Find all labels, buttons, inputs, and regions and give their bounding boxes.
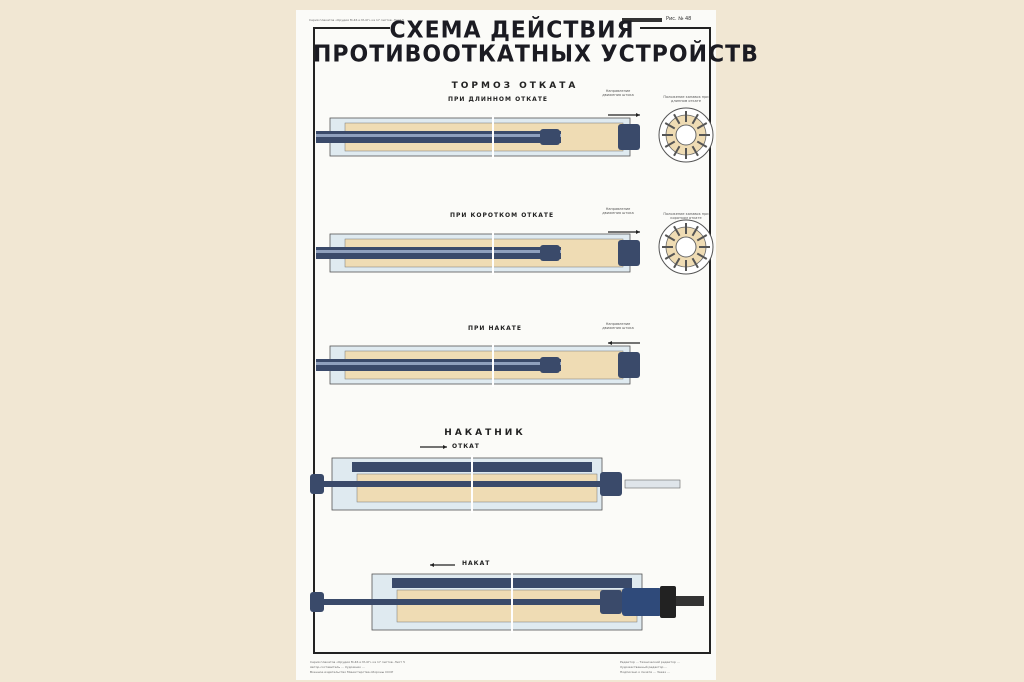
piston-rod xyxy=(318,481,600,487)
end-cap xyxy=(618,124,640,150)
label-counter-recoil: ПРИ НАКАТЕ xyxy=(468,325,522,332)
groove xyxy=(691,257,699,269)
direction-note-2: Направление движения штока xyxy=(602,207,634,215)
fluid-chamber xyxy=(396,589,638,623)
direction-arrow-2-head xyxy=(636,230,640,234)
valve-stem xyxy=(624,479,681,489)
fluid-chamber xyxy=(356,473,598,503)
redacted-mark xyxy=(622,18,662,22)
footer-right-line: Подписано к печати ... Заказ ... xyxy=(620,670,670,674)
groove xyxy=(691,145,699,157)
groove xyxy=(696,252,708,260)
groove xyxy=(673,145,681,157)
section-title-recoil-brake: ТОРМОЗ ОТКАТА xyxy=(451,81,579,91)
groove xyxy=(664,234,676,242)
groove xyxy=(691,113,699,125)
piston-head xyxy=(540,357,560,373)
groove-ring-short-center xyxy=(675,236,697,258)
direction-note-1: Направление движения штока xyxy=(602,89,634,97)
section-title-recuperator: НАКАТНИК xyxy=(444,428,526,438)
rod-highlight xyxy=(316,362,561,365)
groove xyxy=(696,234,708,242)
groove xyxy=(673,257,681,269)
footer-left-line: Серия плакатов «Орудия М-46 и М-47» из 1… xyxy=(310,660,406,664)
footer-left-line: Военное издательство Министерства оборон… xyxy=(310,670,394,674)
footer-left-line: Автор-составитель ... Художник ... xyxy=(310,665,365,669)
direction-arrow-3-head xyxy=(608,341,612,345)
label-recoil: ОТКАТ xyxy=(452,443,480,450)
footer-right: Редактор ... Технический редактор ... Ху… xyxy=(620,660,680,675)
piston-head xyxy=(600,590,622,614)
footer-left: Серия плакатов «Орудия М-46 и М-47» из 1… xyxy=(310,660,405,675)
grooves-note-2: Положение канавок при коротком откате xyxy=(663,212,709,220)
groove xyxy=(673,113,681,125)
direction-arrow-1-head xyxy=(636,113,640,117)
title-line-1: СХЕМА ДЕЙСТВИЯ xyxy=(389,17,635,44)
return-arrow-head xyxy=(430,563,434,567)
direction-note-3: Направление движения штока xyxy=(602,322,634,330)
groove xyxy=(673,225,681,237)
rod-highlight xyxy=(316,250,561,253)
label-long-recoil: ПРИ ДЛИННОМ ОТКАТЕ xyxy=(448,96,549,103)
valve-nut xyxy=(660,586,676,618)
end-cap xyxy=(618,240,640,266)
groove xyxy=(696,140,708,148)
groove xyxy=(664,252,676,260)
rod-highlight xyxy=(316,134,561,137)
header-left-caption: Серия плакатов «Орудия М-46 и М-47» из 1… xyxy=(309,18,405,22)
rod-end-knob xyxy=(310,592,324,612)
valve-body xyxy=(622,588,662,616)
piston-head xyxy=(540,245,560,261)
footer-right-line: Редактор ... Технический редактор ... xyxy=(620,660,680,664)
piston-head xyxy=(540,129,560,145)
end-cap xyxy=(618,352,640,378)
figure-number: Рис. № 48 xyxy=(666,16,692,22)
groove xyxy=(691,225,699,237)
groove-ring-long-center xyxy=(675,124,697,146)
grooves-note-1: Положение канавок при длинном откате xyxy=(663,95,709,103)
groove xyxy=(664,122,676,130)
groove xyxy=(696,122,708,130)
label-return: НАКАТ xyxy=(462,560,491,567)
label-short-recoil: ПРИ КОРОТКОМ ОТКАТЕ xyxy=(450,212,555,219)
recoil-arrow-head xyxy=(443,445,447,449)
rod-end-knob xyxy=(310,474,324,494)
groove xyxy=(664,140,676,148)
valve-fitting xyxy=(676,596,704,606)
title-gap xyxy=(390,18,640,34)
piston-head xyxy=(600,472,622,496)
title-line-2: ПРОТИВООТКАТНЫХ УСТРОЙСТВ xyxy=(313,41,759,68)
footer-right-line: Художественный редактор ... xyxy=(620,665,668,669)
piston-rod xyxy=(318,599,600,605)
